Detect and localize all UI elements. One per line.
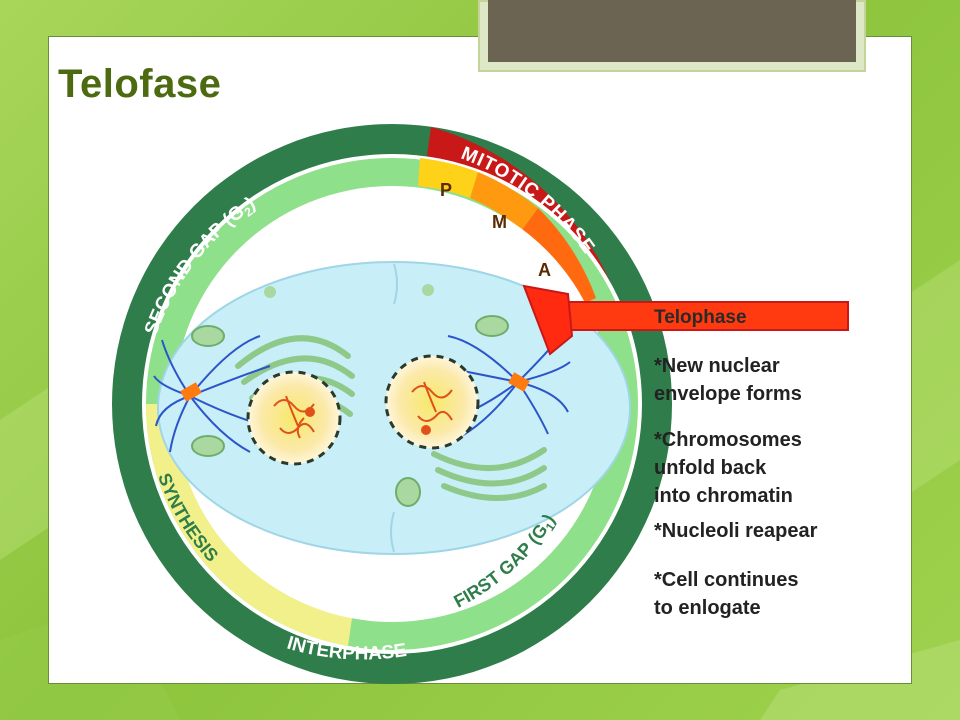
spindle-right — [437, 331, 571, 439]
note-line: into chromatin — [654, 485, 793, 507]
note-line: *Nucleoli reapear — [654, 520, 818, 542]
anaphase-label: A — [538, 260, 551, 280]
telophase-arrow-head — [522, 284, 574, 356]
vesicle — [264, 286, 276, 298]
prophase-label: P — [440, 180, 452, 200]
centrosome-right — [508, 372, 530, 392]
title-placeholder-box — [488, 0, 856, 62]
golgi-right — [431, 447, 547, 501]
chromatin-right — [411, 381, 453, 422]
cell-cycle-diagram: SECOND GAP (G2) MITOTIC PHASE P M A SYNT… — [112, 124, 849, 684]
mitochondrion — [191, 435, 225, 457]
mitochondrion — [475, 315, 509, 337]
cleavage-furrow — [390, 263, 398, 553]
note-nucleoli: *Nucleoli reapear — [654, 517, 817, 545]
note-line: *New nuclear — [654, 355, 780, 377]
note-line: *Cell continues — [654, 569, 799, 591]
mitochondrion — [395, 477, 421, 507]
note-line: to enlogate — [654, 597, 761, 619]
prophase-segment — [418, 158, 478, 198]
note-nuclear-envelope: *New nuclear envelope forms — [654, 352, 802, 408]
telophase-arrow-label: Telophase — [654, 307, 747, 328]
vesicle — [422, 284, 434, 296]
centrosome-left — [180, 382, 202, 402]
note-chromosomes: *Chromosomes unfold back into chromatin — [654, 426, 802, 510]
metaphase-label: M — [492, 212, 507, 232]
note-cell-elongates: *Cell continues to enlogate — [654, 566, 798, 622]
note-line: envelope forms — [654, 383, 802, 405]
note-line: unfold back — [654, 457, 767, 479]
slide-title: Telofase — [58, 62, 222, 106]
nucleolus-left — [305, 407, 315, 417]
anaphase-segment — [522, 208, 596, 310]
metaphase-segment — [470, 172, 538, 230]
mitochondrion — [191, 325, 225, 347]
note-line: *Chromosomes — [654, 429, 802, 451]
nucleolus-right — [421, 425, 431, 435]
